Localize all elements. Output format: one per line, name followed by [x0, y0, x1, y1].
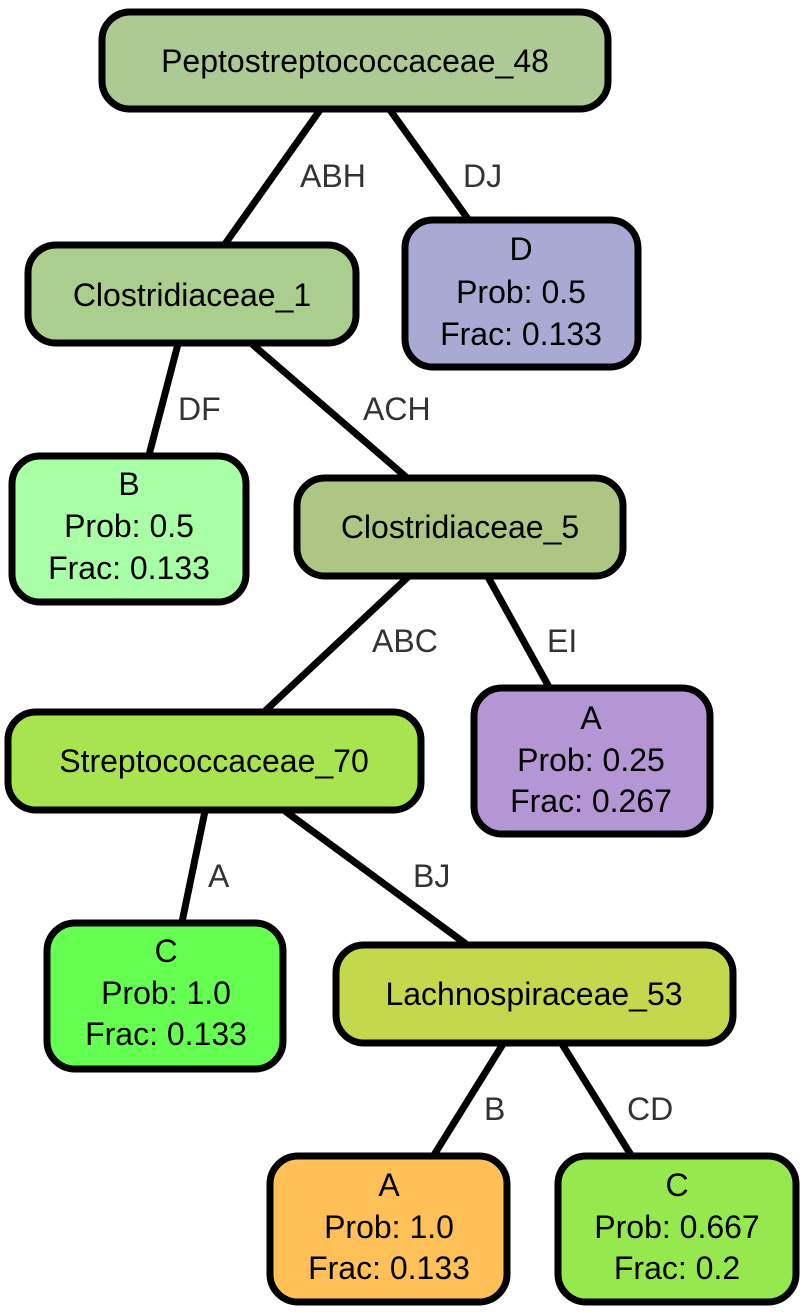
- node-label: Streptococcaceae_70: [59, 743, 369, 779]
- node-box: [24, 241, 360, 347]
- leaf-frac: Frac: 0.267: [510, 783, 672, 819]
- leaf-node-d: D Prob: 0.5 Frac: 0.133: [401, 216, 642, 371]
- node-box: [4, 708, 425, 814]
- leaf-prob: Prob: 0.25: [517, 742, 665, 778]
- leaf-frac: Frac: 0.133: [48, 550, 210, 586]
- leaf-class-label: A: [378, 1167, 400, 1203]
- node-streptococcaceae-70: Streptococcaceae_70: [4, 708, 425, 814]
- edge-clostridiaceae-1-to-leaf-b: [145, 343, 182, 456]
- node-box: [293, 474, 627, 580]
- edge-label-bj: BJ: [413, 858, 450, 894]
- leaf-frac: Frac: 0.2: [614, 1250, 740, 1286]
- edge-label-dj: DJ: [463, 158, 502, 194]
- edge-clostridiaceae-5-to-leaf-a-ei: [484, 575, 553, 689]
- node-box: [266, 1152, 511, 1306]
- node-label: Peptostreptococcaceae_48: [161, 43, 549, 79]
- edge-clostridiaceae-5-to-streptococcaceae-70: [262, 574, 411, 714]
- node-box: [401, 216, 642, 371]
- node-box: [554, 1152, 800, 1306]
- leaf-class-label: D: [509, 231, 532, 267]
- edge-lachnospiraceae-53-to-leaf-c-cd: [559, 1042, 634, 1157]
- leaf-prob: Prob: 0.667: [594, 1209, 759, 1245]
- edge-label-abc: ABC: [372, 623, 438, 659]
- node-lachnospiraceae-53: Lachnospiraceae_53: [332, 941, 737, 1047]
- node-box: [43, 919, 287, 1073]
- leaf-class-label: C: [154, 933, 177, 969]
- edge-label-a: A: [208, 858, 230, 894]
- leaf-node-a-ei: A Prob: 0.25 Frac: 0.267: [470, 684, 714, 838]
- node-label: Clostridiaceae_1: [73, 277, 311, 313]
- node-box: [8, 452, 250, 606]
- edge-label-ach: ACH: [363, 391, 431, 427]
- leaf-class-label: B: [118, 466, 139, 502]
- edge-label-ei: EI: [547, 623, 577, 659]
- leaf-prob: Prob: 1.0: [101, 975, 231, 1011]
- leaf-node-c-a: C Prob: 1.0 Frac: 0.133: [43, 919, 287, 1073]
- node-box: [470, 684, 714, 838]
- leaf-frac: Frac: 0.133: [440, 316, 602, 352]
- leaf-frac: Frac: 0.133: [85, 1016, 247, 1052]
- edge-label-b: B: [484, 1091, 505, 1127]
- leaf-prob: Prob: 0.5: [456, 274, 586, 310]
- leaf-node-c-cd: C Prob: 0.667 Frac: 0.2: [554, 1152, 800, 1306]
- node-box: [332, 941, 737, 1047]
- edge-peptostreptococcaceae-to-clostridiaceae-1: [222, 107, 323, 247]
- edge-lachnospiraceae-53-to-leaf-a-b: [431, 1042, 506, 1157]
- leaf-class-label: C: [665, 1167, 688, 1203]
- leaf-prob: Prob: 1.0: [324, 1209, 454, 1245]
- edge-streptococcaceae-70-to-lachnospiraceae-53: [282, 808, 469, 947]
- edge-label-cd: CD: [627, 1091, 673, 1127]
- node-label: Clostridiaceae_5: [341, 509, 579, 545]
- tree-edges: ABH DJ DF ACH ABC EI A BJ B CD: [145, 107, 673, 1157]
- edge-streptococcaceae-70-to-leaf-c-a: [178, 810, 209, 923]
- node-box: [98, 8, 612, 113]
- node-label: Lachnospiraceae_53: [385, 976, 682, 1012]
- leaf-node-a-b: A Prob: 1.0 Frac: 0.133: [266, 1152, 511, 1306]
- leaf-class-label: A: [580, 700, 602, 736]
- edge-peptostreptococcaceae-to-leaf-d: [387, 107, 471, 222]
- node-clostridiaceae-1: Clostridiaceae_1: [24, 241, 360, 347]
- edge-label-abh: ABH: [300, 158, 366, 194]
- node-peptostreptococcaceae-48: Peptostreptococcaceae_48: [98, 8, 612, 113]
- leaf-prob: Prob: 0.5: [64, 508, 194, 544]
- edge-clostridiaceae-1-to-clostridiaceae-5: [249, 341, 409, 480]
- leaf-node-b: B Prob: 0.5 Frac: 0.133: [8, 452, 250, 606]
- node-clostridiaceae-5: Clostridiaceae_5: [293, 474, 627, 580]
- leaf-frac: Frac: 0.133: [308, 1250, 470, 1286]
- edge-label-df: DF: [178, 391, 221, 427]
